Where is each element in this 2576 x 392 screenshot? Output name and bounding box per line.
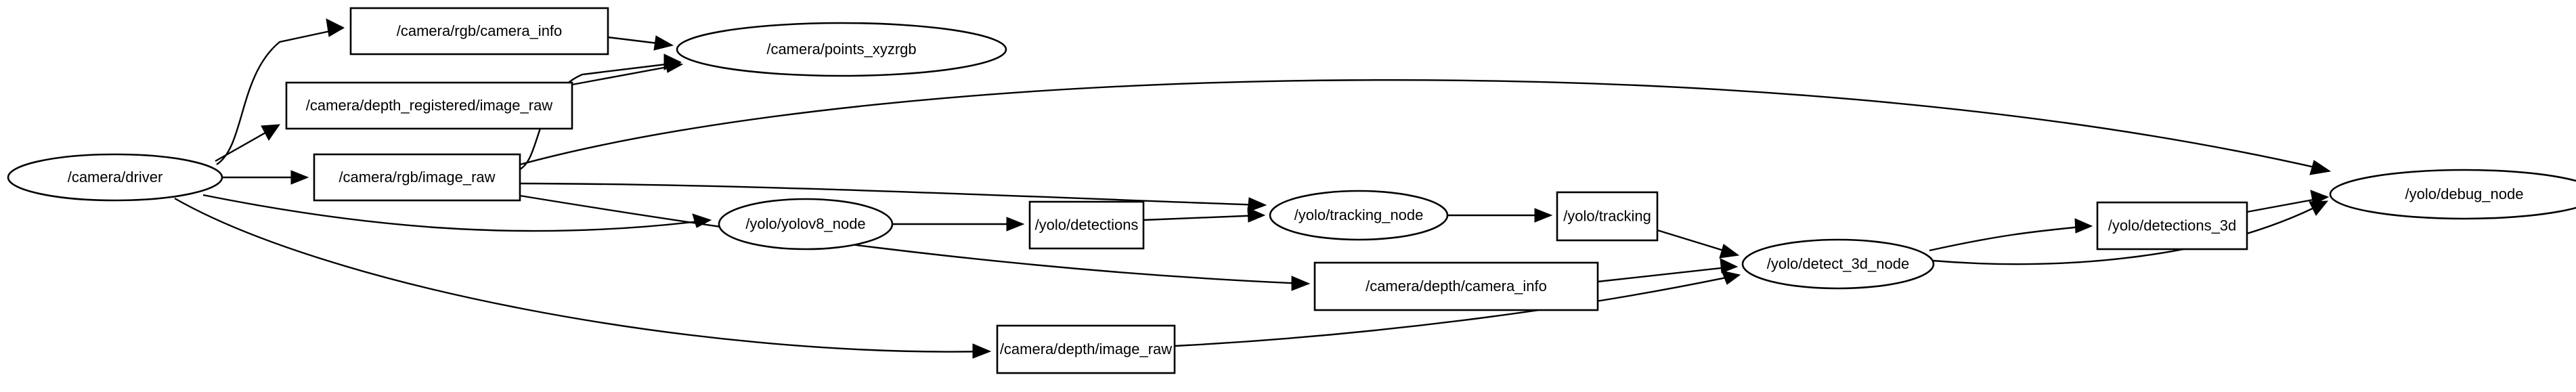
- node-label: /yolo/debug_node: [2405, 186, 2524, 202]
- graph-edge: [1929, 218, 2093, 252]
- node-rect-shape: [1028, 200, 1145, 250]
- edge-line: [1143, 214, 1261, 221]
- graph-edge: [222, 170, 309, 185]
- node-label: /yolo/detections: [1035, 216, 1139, 233]
- edge-line: [1174, 274, 1737, 347]
- edge-arrowhead-icon: [972, 343, 992, 359]
- node-ellipse-shape: [1741, 238, 1935, 290]
- node-ellipse-shape: [718, 198, 894, 251]
- graph-edge: [519, 194, 1311, 291]
- nodes-layer: /camera/driver/camera/rgb/camera_info/ca…: [7, 7, 2576, 374]
- graph-edge: [1932, 200, 2329, 265]
- edge-arrowhead-icon: [653, 35, 674, 51]
- edge-arrowhead-icon: [1291, 276, 1311, 291]
- edge-arrowhead-icon: [261, 124, 281, 141]
- node-rect-shape: [285, 81, 573, 130]
- edge-arrowhead-icon: [1721, 270, 1741, 285]
- graph-edge: [1447, 208, 1553, 223]
- graph-edge: [892, 217, 1025, 232]
- edge-arrowhead-icon: [1719, 244, 1740, 259]
- graph-edge: [519, 182, 1267, 213]
- graph-edge: [2246, 190, 2330, 213]
- graph-edge: [519, 79, 2332, 175]
- graph-node-detect_3d_node[interactable]: /yolo/detect_3d_node: [1741, 238, 1935, 290]
- node-ellipse-shape: [7, 153, 223, 202]
- edge-arrowhead-icon: [1247, 207, 1266, 223]
- node-label: /camera/driver: [68, 169, 163, 186]
- node-label: /yolo/detections_3d: [2108, 217, 2237, 234]
- node-rect-shape: [1313, 261, 1599, 311]
- node-ellipse-shape: [676, 22, 1007, 77]
- graph-node-depth_registered_image_raw[interactable]: /camera/depth_registered/image_raw: [285, 81, 573, 130]
- edge-arrowhead-icon: [290, 170, 309, 185]
- graph-edge: [1657, 229, 1740, 259]
- node-rect-shape: [349, 7, 609, 56]
- edge-arrowhead-icon: [1534, 208, 1553, 223]
- edge-line: [1597, 265, 1734, 283]
- graph-node-yolov8_node[interactable]: /yolo/yolov8_node: [718, 198, 894, 251]
- node-rect-shape: [1556, 191, 1659, 242]
- edge-arrowhead-icon: [1247, 197, 1267, 213]
- node-label: /camera/rgb/image_raw: [339, 169, 495, 186]
- edge-arrowhead-icon: [663, 53, 682, 70]
- graph-edge: [1174, 270, 1741, 347]
- graph-node-rgb_camera_info[interactable]: /camera/rgb/camera_info: [349, 7, 609, 56]
- node-label: /yolo/tracking: [1563, 207, 1651, 224]
- edge-line: [1932, 202, 2324, 265]
- node-rect-shape: [313, 153, 521, 202]
- node-label: /yolo/detect_3d_node: [1767, 255, 1909, 272]
- graph-node-debug_node[interactable]: /yolo/debug_node: [2329, 169, 2576, 220]
- node-label: /yolo/tracking_node: [1294, 206, 1424, 223]
- node-label: /camera/rgb/camera_info: [397, 22, 563, 39]
- edge-arrowhead-icon: [2074, 218, 2093, 234]
- edge-arrowhead-icon: [2309, 160, 2332, 175]
- node-label: /camera/points_xyzrgb: [766, 41, 916, 58]
- edge-line: [571, 64, 679, 86]
- graph-node-camera_driver[interactable]: /camera/driver: [7, 153, 223, 202]
- node-ellipse-shape: [2329, 169, 2576, 220]
- graph-node-yolo_detections[interactable]: /yolo/detections: [1028, 200, 1145, 250]
- graph-edge: [1597, 258, 1739, 283]
- graph-node-depth_image_raw[interactable]: /camera/depth/image_raw: [996, 324, 1176, 374]
- graph-node-detections_3d[interactable]: /yolo/detections_3d: [2096, 201, 2248, 251]
- graph-edge: [607, 35, 674, 51]
- graph-node-yolo_tracking[interactable]: /yolo/tracking: [1556, 191, 1659, 242]
- graph-node-rgb_image_raw[interactable]: /camera/rgb/image_raw: [313, 153, 521, 202]
- edge-line: [519, 194, 1306, 285]
- graph-edge: [174, 197, 992, 359]
- node-label: /yolo/yolov8_node: [745, 215, 865, 232]
- edge-line: [519, 182, 1263, 206]
- edge-arrowhead-icon: [1006, 217, 1025, 232]
- node-ellipse-shape: [1269, 190, 1449, 241]
- edge-line: [2246, 196, 2325, 213]
- node-rect-shape: [2096, 201, 2248, 251]
- edge-arrowhead-icon: [326, 18, 345, 37]
- node-label: /camera/depth_registered/image_raw: [306, 97, 553, 114]
- graph-edge: [1143, 207, 1266, 223]
- edge-arrowhead-icon: [1720, 258, 1739, 274]
- edge-line: [1929, 225, 2089, 252]
- edge-arrowhead-icon: [2309, 200, 2329, 216]
- edge-line: [1657, 229, 1735, 255]
- graph-node-depth_camera_info[interactable]: /camera/depth/camera_info: [1313, 261, 1599, 311]
- edge-line: [519, 79, 2327, 171]
- node-rect-shape: [996, 324, 1176, 374]
- graph-node-points_xyzrgb[interactable]: /camera/points_xyzrgb: [676, 22, 1007, 77]
- edge-line: [202, 194, 705, 232]
- graph-edge: [215, 124, 281, 162]
- node-label: /camera/depth/image_raw: [1000, 341, 1172, 357]
- edge-arrowhead-icon: [2310, 190, 2330, 205]
- node-label: /camera/depth/camera_info: [1366, 278, 1547, 295]
- graph-node-tracking_node[interactable]: /yolo/tracking_node: [1269, 190, 1449, 241]
- edge-line: [174, 197, 988, 353]
